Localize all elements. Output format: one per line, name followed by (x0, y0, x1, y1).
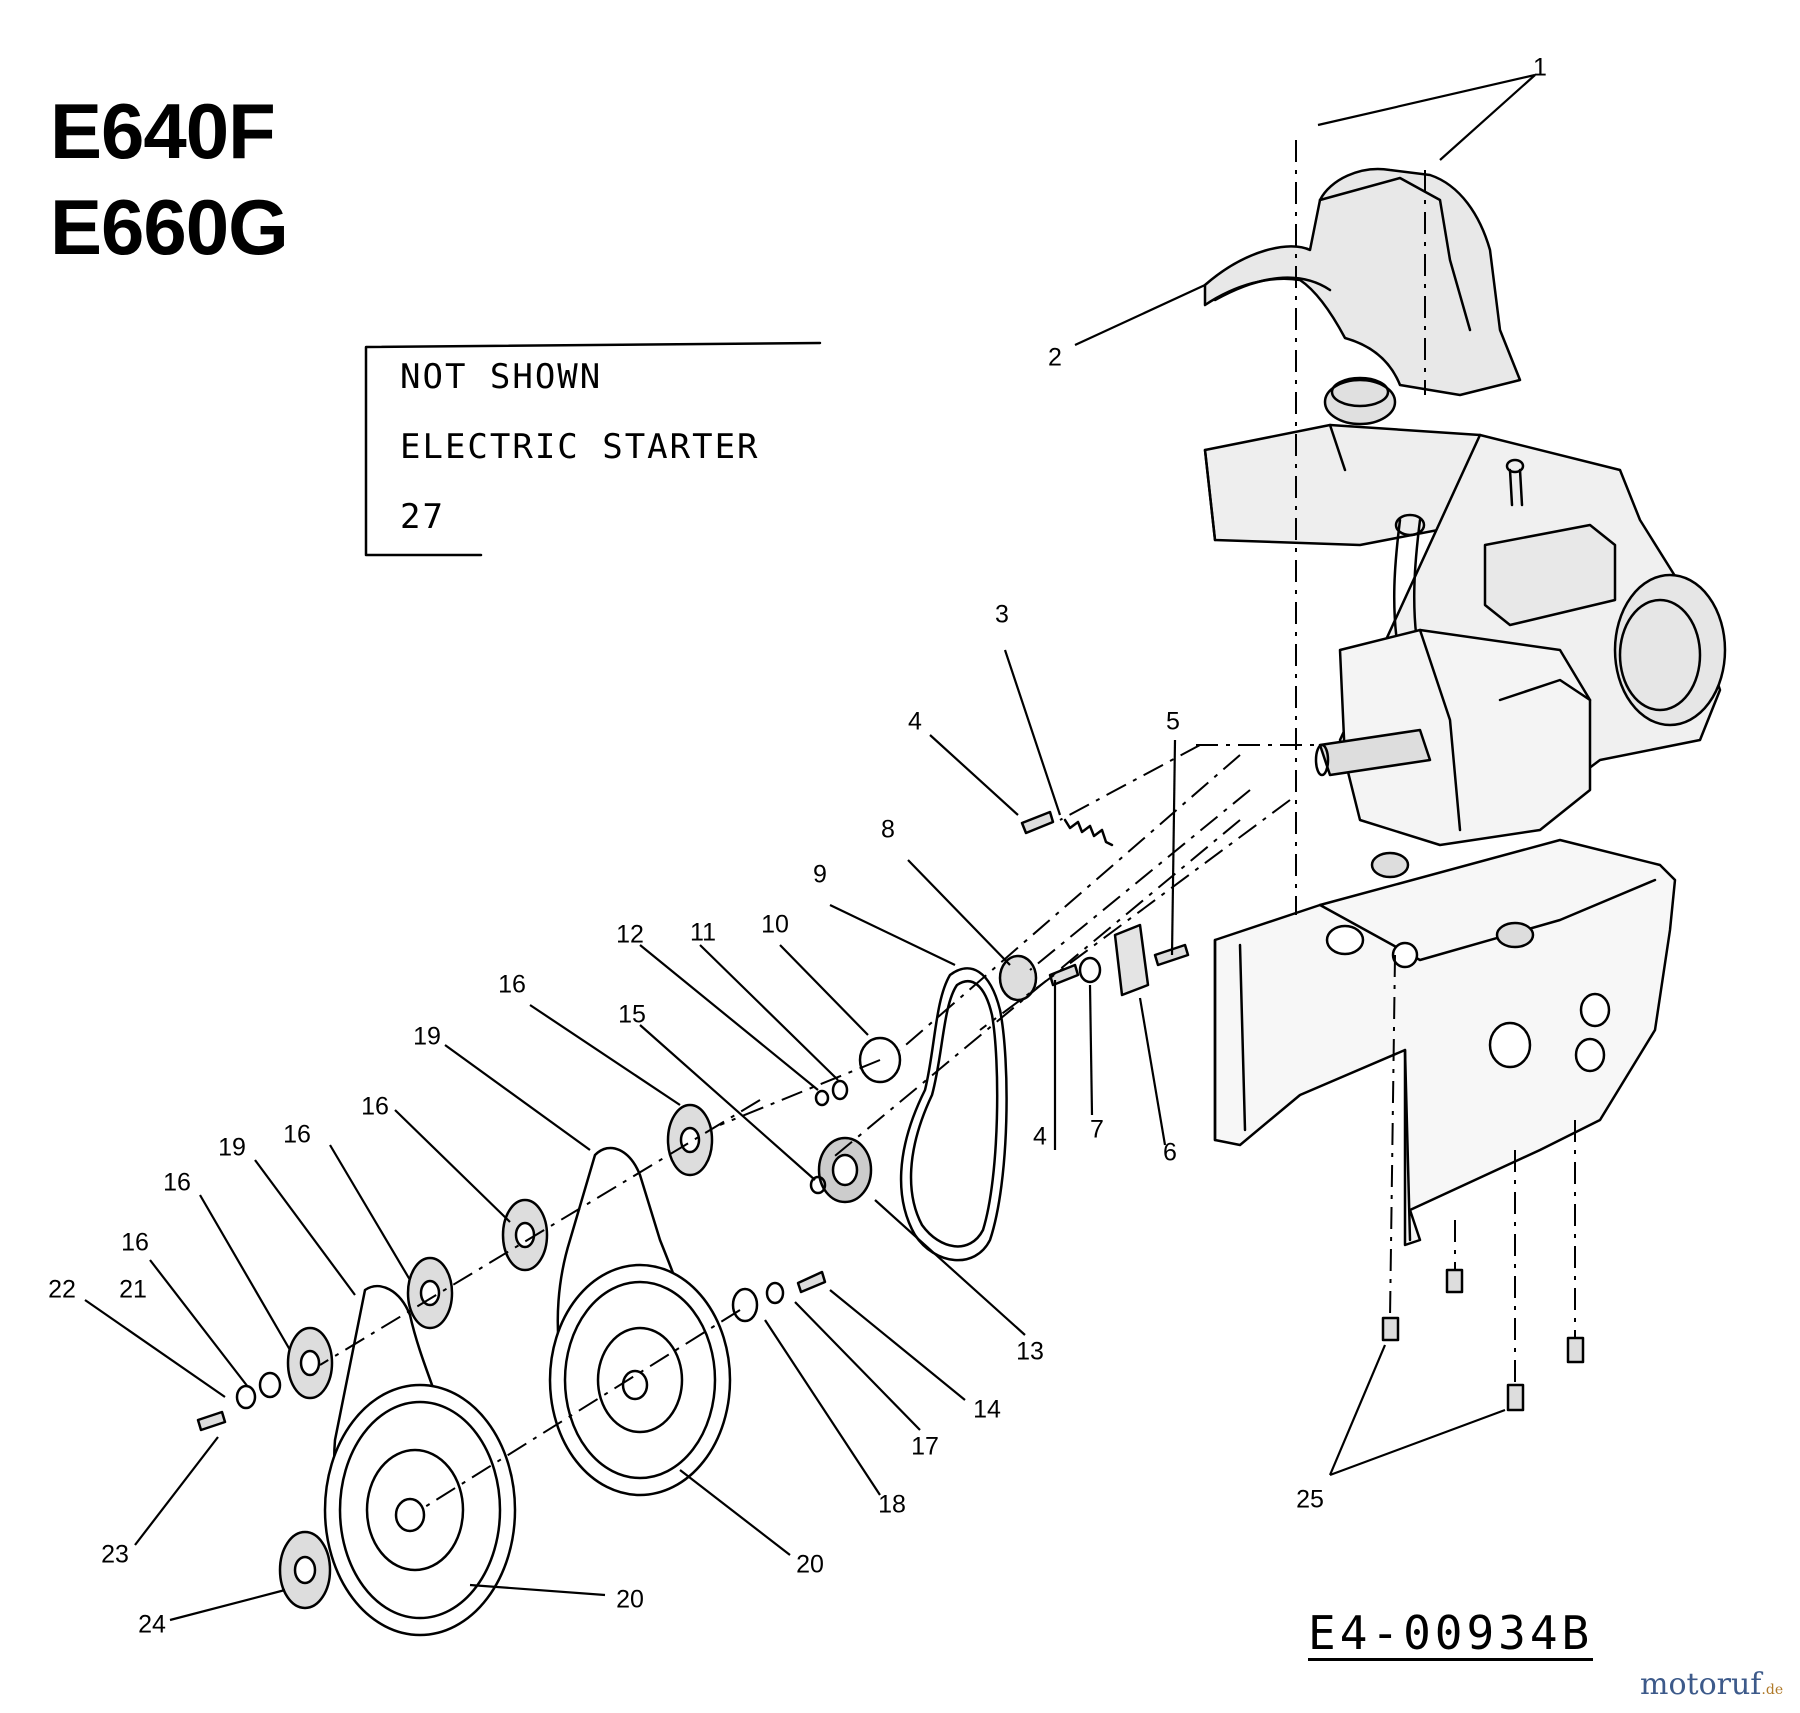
model-label-1: E640F (50, 87, 276, 175)
callout-number: 5 (1166, 707, 1180, 736)
frame-bolts-25 (1381, 1268, 1585, 1412)
callout-number: 15 (618, 1000, 646, 1029)
frame-plate (1213, 838, 1677, 1247)
note-line-electric-starter: ELECTRIC STARTER (400, 427, 760, 467)
alignment-lines (319, 140, 1576, 1511)
callout-number: 12 (616, 920, 644, 949)
callout-number: 4 (908, 707, 922, 736)
callout-number: 16 (283, 1120, 311, 1149)
model-label-2: E660G (50, 183, 289, 271)
callout-number: 13 (1016, 1337, 1044, 1366)
callout-number: 19 (413, 1022, 441, 1051)
callout-number: 17 (911, 1432, 939, 1461)
callout-number: 25 (1296, 1485, 1324, 1514)
brand-name: motoruf (1640, 1667, 1762, 1702)
callout-number: 3 (995, 600, 1009, 629)
callout-number: 16 (361, 1092, 389, 1121)
idler-hardware (809, 810, 1190, 1204)
callout-number: 24 (138, 1610, 166, 1639)
callout-number: 20 (616, 1585, 644, 1614)
callout-number: 18 (878, 1490, 906, 1519)
pulley-belt-assembly (196, 1103, 827, 1637)
drive-belt-9 (899, 967, 1008, 1262)
callout-number: 16 (121, 1228, 149, 1257)
brand-watermark: motoruf.de (1640, 1670, 1783, 1700)
callout-number: 10 (761, 910, 789, 939)
callout-number: 7 (1090, 1115, 1104, 1144)
callout-number: 1 (1533, 53, 1547, 82)
callout-number: 2 (1048, 343, 1062, 372)
callout-number: 9 (813, 860, 827, 889)
note-line-not-shown: NOT SHOWN (400, 357, 603, 397)
callout-number: 16 (498, 970, 526, 999)
callout-number: 4 (1033, 1122, 1047, 1151)
callout-number: 11 (690, 918, 716, 947)
callout-number: 14 (973, 1395, 1001, 1424)
callout-number: 16 (163, 1168, 191, 1197)
brand-domain: .de (1761, 1682, 1784, 1698)
callout-number: 8 (881, 815, 895, 844)
callout-number: 22 (48, 1275, 76, 1304)
leader-lines (84, 73, 1536, 1622)
callout-number: 19 (218, 1133, 246, 1162)
drawing-number: E4-00934B (1308, 1606, 1594, 1661)
callout-number: 20 (796, 1550, 824, 1579)
note-line-part-number: 27 (400, 497, 445, 537)
note-box-frame (364, 341, 822, 557)
callout-number: 21 (119, 1275, 147, 1304)
callout-number: 6 (1163, 1138, 1177, 1167)
callout-number: 23 (101, 1540, 129, 1569)
engine-assembly (1203, 167, 1727, 847)
